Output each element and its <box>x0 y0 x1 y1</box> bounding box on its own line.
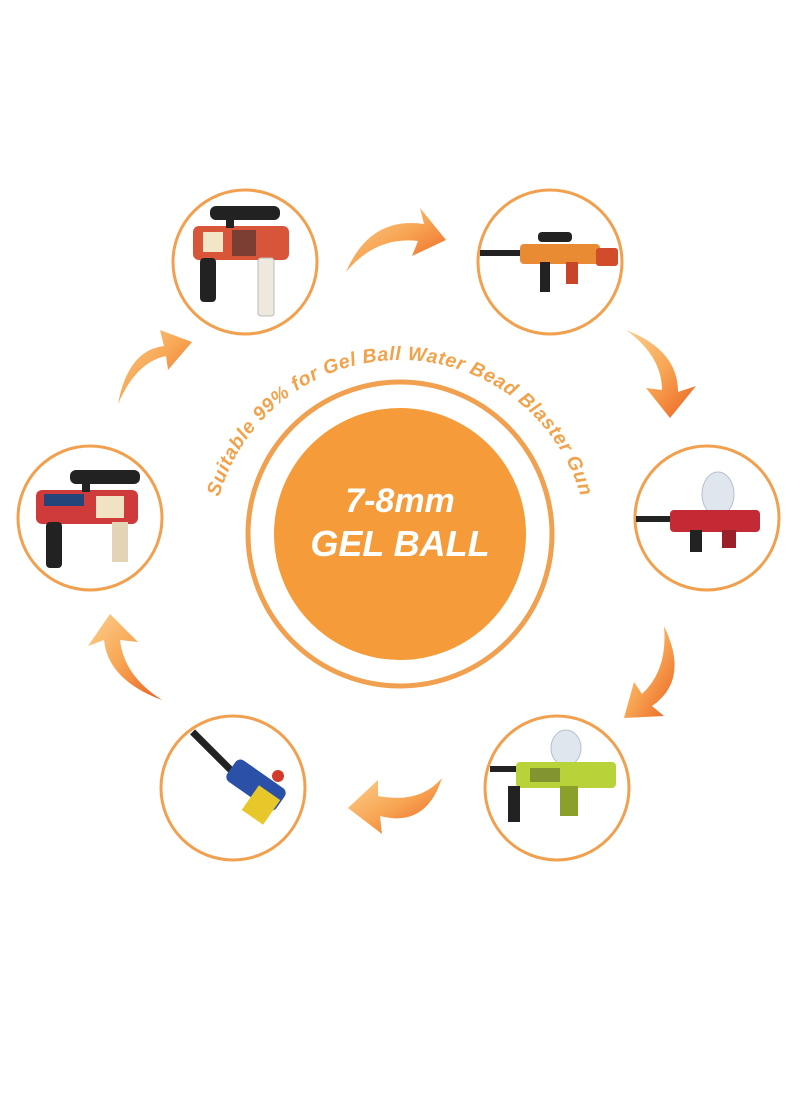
arrow-bottom-icon <box>348 778 442 834</box>
rifle-with-hopper-icon <box>636 471 760 552</box>
product-label: GEL BALL <box>310 523 489 564</box>
arrow-lower-left-icon <box>88 614 162 700</box>
smg-with-hopper-icon <box>490 729 616 822</box>
product-circle-left <box>16 444 164 592</box>
arrow-upper-left-icon <box>118 330 192 404</box>
pistol-with-scope-icon <box>36 470 140 568</box>
pistol-with-scope-icon <box>193 206 289 317</box>
gel-ball <box>274 408 526 660</box>
rifle-with-scope-icon <box>480 232 618 292</box>
product-circle-bottom-right <box>483 714 631 862</box>
arrow-lower-right-icon <box>624 626 675 718</box>
outer-ring <box>245 379 555 689</box>
arrow-top-icon <box>346 208 446 272</box>
arrow-upper-right-icon <box>626 330 696 418</box>
pistol-with-suppressor-icon <box>190 729 286 825</box>
product-circle-top-right <box>476 188 624 336</box>
size-label: 7-8mm <box>345 482 455 520</box>
product-circle-top-left <box>171 188 319 336</box>
product-circle-bottom-left <box>159 714 307 862</box>
center-badge: 7-8mm GEL BALL <box>245 379 555 689</box>
product-circle-right <box>633 444 781 592</box>
cycle-arrows <box>88 208 696 834</box>
